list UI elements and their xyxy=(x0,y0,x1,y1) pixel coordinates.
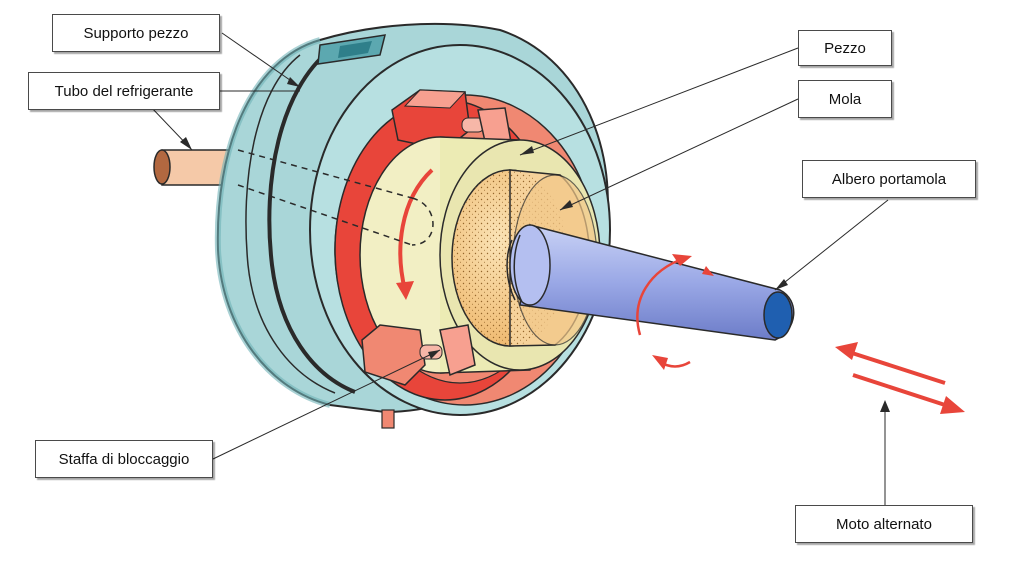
label-pezzo: Pezzo xyxy=(798,30,892,66)
label-tubo-refrigerante: Tubo del refrigerante xyxy=(28,72,220,110)
wheel-spindle-shaft xyxy=(506,224,795,341)
reciprocating-motion-arrows xyxy=(835,342,965,414)
label-supporto-pezzo: Supporto pezzo xyxy=(52,14,220,52)
rotation-arrow-workpiece xyxy=(396,168,434,300)
coolant-path-dashed xyxy=(237,149,434,246)
leader-arrowheads xyxy=(180,77,890,412)
rotation-arrow-shaft xyxy=(636,254,714,370)
label-moto-alternato: Moto alternato xyxy=(795,505,973,543)
clamp-block-bottom xyxy=(361,324,476,386)
label-albero-portamola: Albero portamola xyxy=(802,160,976,198)
label-staffa-bloccaggio: Staffa di bloccaggio xyxy=(35,440,213,478)
label-mola: Mola xyxy=(798,80,892,118)
